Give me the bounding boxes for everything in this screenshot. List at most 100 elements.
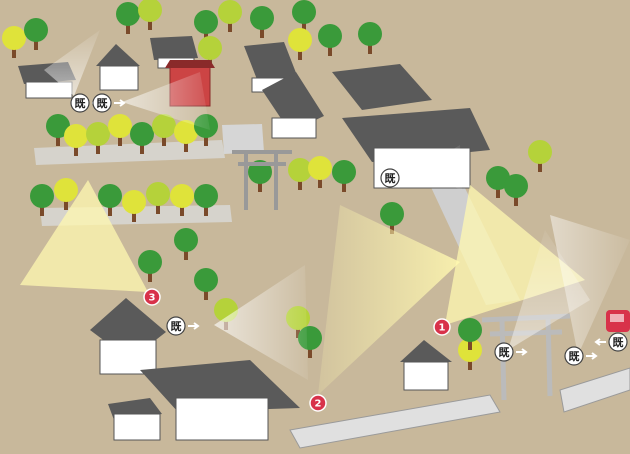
photo-marker-icon[interactable]: 既 <box>594 332 628 352</box>
viewpoint-number: 3 <box>149 293 156 304</box>
tree-icon <box>122 190 146 214</box>
tree-icon <box>24 18 48 42</box>
tree-trunk <box>260 26 264 38</box>
tree-icon <box>318 24 342 48</box>
arrow-right-icon <box>594 338 606 346</box>
tree-icon <box>292 0 316 24</box>
tree-icon <box>46 114 70 138</box>
tree-trunk <box>140 142 144 154</box>
tree-trunk <box>496 186 500 198</box>
tree-icon <box>170 184 194 208</box>
tree-icon <box>308 156 332 180</box>
photo-marker-icon[interactable]: 既 <box>380 154 400 188</box>
viewpoint-marker-1[interactable]: 1 <box>433 318 451 336</box>
photo-marker-label: 既 <box>97 97 108 110</box>
tree-trunk <box>342 180 346 192</box>
tree-icon <box>86 122 110 146</box>
tree-trunk <box>328 44 332 56</box>
trees-layer <box>2 0 552 370</box>
tree-trunk <box>132 210 136 222</box>
photo-marker-icon[interactable]: 既 <box>92 93 126 113</box>
tree-trunk <box>156 202 160 214</box>
shrine-building-icon <box>400 340 452 391</box>
photo-marker-label: 既 <box>499 346 510 359</box>
tree-trunk <box>12 46 16 58</box>
tree-trunk <box>184 140 188 152</box>
tree-icon <box>458 318 482 342</box>
photo-marker-icon[interactable]: 既 <box>494 342 528 362</box>
tree-icon <box>130 122 154 146</box>
tree-trunk <box>148 270 152 282</box>
tree-icon <box>54 178 78 202</box>
tree-trunk <box>118 134 122 146</box>
arrow-right-icon <box>188 322 200 330</box>
car-icon <box>606 310 630 332</box>
tree-trunk <box>298 48 302 60</box>
fence <box>289 367 630 449</box>
photo-marker-icon[interactable]: 既 <box>166 316 200 336</box>
tree-icon <box>218 0 242 24</box>
tree-trunk <box>204 288 208 300</box>
photo-marker-icon[interactable]: 既 <box>564 346 598 366</box>
tree-icon <box>146 182 170 206</box>
tree-icon <box>152 114 176 138</box>
viewpoint-marker-2[interactable]: 2 <box>309 394 327 412</box>
viewpoint-markers: 1 2 3 <box>143 288 451 412</box>
photo-markers: 既既既既既既既 <box>70 93 628 366</box>
tree-icon <box>64 124 88 148</box>
viewpoint-marker-3[interactable]: 3 <box>143 288 161 306</box>
tree-icon <box>288 158 312 182</box>
arrow-right-icon <box>114 99 126 107</box>
photo-marker-label: 既 <box>171 320 182 333</box>
tree-trunk <box>468 338 472 350</box>
arrow-up-icon <box>386 154 394 166</box>
tree-icon <box>250 6 274 30</box>
tree-trunk <box>258 180 262 192</box>
arrow-right-icon <box>516 348 528 356</box>
tree-trunk <box>126 22 130 34</box>
tree-trunk <box>204 134 208 146</box>
tree-icon <box>288 28 312 52</box>
tree-trunk <box>34 38 38 50</box>
tree-icon <box>174 228 198 252</box>
shrine-building-icon <box>90 298 166 375</box>
tree-trunk <box>56 134 60 146</box>
tree-trunk <box>96 142 100 154</box>
tree-trunk <box>162 134 166 146</box>
tree-icon <box>194 268 218 292</box>
shrine-building-icon <box>96 44 140 91</box>
photo-marker-label: 既 <box>385 172 396 185</box>
tree-icon <box>108 114 132 138</box>
tree-trunk <box>302 20 306 32</box>
tree-trunk <box>204 30 208 42</box>
tree-trunk <box>74 144 78 156</box>
tree-icon <box>380 202 404 226</box>
view-cones <box>20 30 630 395</box>
tree-icon <box>504 174 528 198</box>
tree-icon <box>358 22 382 46</box>
tree-icon <box>2 26 26 50</box>
tree-trunk <box>64 198 68 210</box>
tree-icon <box>174 120 198 144</box>
tree-icon <box>332 160 356 184</box>
tree-trunk <box>204 204 208 216</box>
arrow-right-icon <box>586 352 598 360</box>
tree-trunk <box>108 204 112 216</box>
tree-trunk <box>368 42 372 54</box>
tree-trunk <box>318 176 322 188</box>
tree-trunk <box>468 358 472 370</box>
tree-icon <box>138 250 162 274</box>
tree-trunk <box>538 160 542 172</box>
tree-trunk <box>228 20 232 32</box>
photo-marker-label: 既 <box>569 350 580 363</box>
torii-gate-icon <box>232 150 292 210</box>
tree-trunk <box>308 346 312 358</box>
tree-icon <box>198 36 222 60</box>
buildings <box>18 36 490 441</box>
tree-icon <box>30 184 54 208</box>
viewpoint-number: 1 <box>439 323 446 334</box>
tree-icon <box>116 2 140 26</box>
shrine-building-icon <box>262 72 324 139</box>
tree-trunk <box>514 194 518 206</box>
